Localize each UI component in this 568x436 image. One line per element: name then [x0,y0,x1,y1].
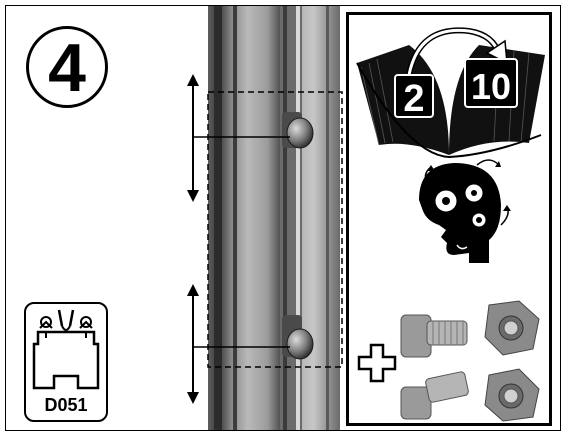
book-page-to: 10 [471,66,511,107]
profile-code-label: D051 [44,395,88,415]
reference-panel: 2 10 [346,12,552,426]
nut-icon-bottom [484,368,540,422]
nut-icon-top [484,300,540,356]
book-page-from: 2 [403,78,424,120]
step-number-badge: 4 [26,26,108,108]
profile-section-icon [32,309,100,390]
bolt-icon-top [400,314,468,358]
adjust-arrow-upper [187,74,199,202]
profile-code-badge: D051 [24,302,108,422]
plus-symbol [357,343,397,383]
upper-bolt [282,112,314,149]
thinking-head-icon [419,159,511,263]
dashed-region [207,91,343,368]
step-number: 4 [48,30,86,106]
aluminium-profile [208,6,340,430]
bolt-icon-bottom [400,371,469,420]
adjust-arrow-lower [187,284,199,404]
manual-book-icon: 2 10 [356,27,545,159]
